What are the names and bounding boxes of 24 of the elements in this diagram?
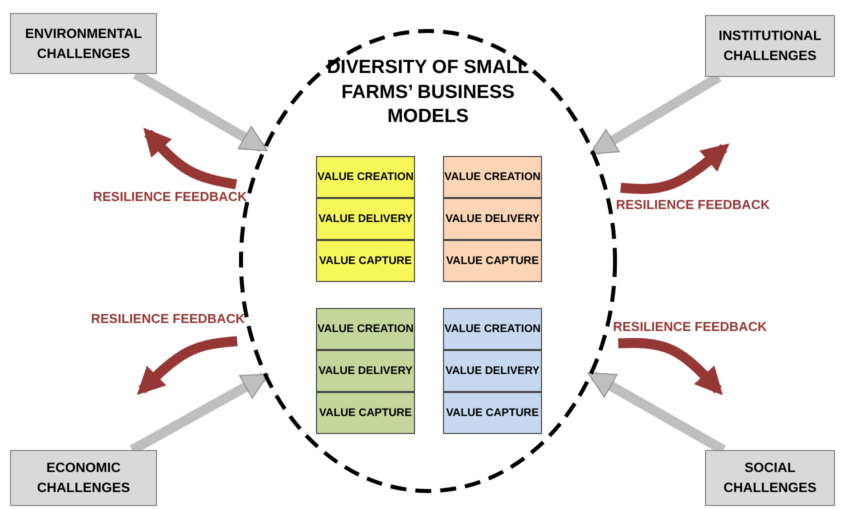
value-box: VALUE DELIVERY — [316, 350, 415, 392]
value-box: VALUE CREATION — [316, 156, 415, 198]
edge-label: RESILIENCE FEEDBACK — [612, 319, 768, 334]
edge-label: RESILIENCE FEEDBACK — [90, 311, 246, 326]
value-box: VALUE CREATION — [316, 308, 415, 350]
challenge-box: SOCIAL CHALLENGES — [705, 450, 835, 506]
challenge-box: INSTITUTIONAL CHALLENGES — [705, 15, 835, 77]
curved-arrow — [620, 144, 730, 194]
value-box: VALUE DELIVERY — [316, 198, 415, 240]
heading-text: DIVERSITY OF SMALL FARMS’ BUSINESS MODELS — [326, 56, 530, 130]
value-box: VALUE CAPTURE — [316, 240, 415, 282]
curved-arrow — [137, 336, 238, 395]
challenge-box: ECONOMIC CHALLENGES — [10, 450, 157, 506]
value-box: VALUE CREATION — [443, 308, 542, 350]
edge-label: RESILIENCE FEEDBACK — [92, 189, 248, 204]
value-box: VALUE CAPTURE — [443, 240, 542, 282]
value-box: VALUE CAPTURE — [316, 392, 415, 434]
edge-label: RESILIENCE FEEDBACK — [615, 197, 771, 212]
curved-arrow — [144, 128, 238, 190]
challenge-box: ENVIRONMENTAL CHALLENGES — [10, 13, 157, 74]
value-box: VALUE DELIVERY — [443, 350, 542, 392]
value-box: VALUE DELIVERY — [443, 198, 542, 240]
value-box: VALUE CREATION — [443, 156, 542, 198]
value-box: VALUE CAPTURE — [443, 392, 542, 434]
